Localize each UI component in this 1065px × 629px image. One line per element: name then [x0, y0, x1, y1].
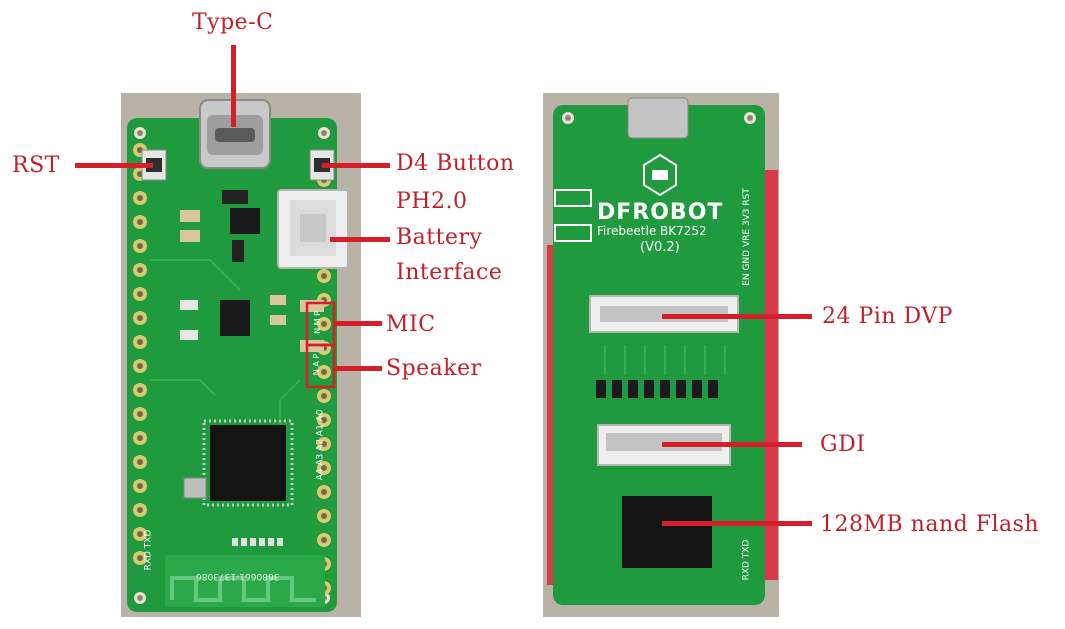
resistor-array [596, 380, 606, 398]
label-battery: Battery [396, 225, 483, 250]
label-rst: RST [12, 153, 60, 178]
pin-hole [321, 537, 327, 543]
back-model: Firebeetle BK7252 [597, 224, 707, 238]
front-board [121, 93, 361, 617]
pin-hole [321, 513, 327, 519]
label-24pin-dvp: 24 Pin DVP [822, 304, 953, 329]
label-mic: MIC [386, 312, 436, 337]
label-d4-button: D4 Button [396, 151, 515, 176]
test-pad [259, 538, 265, 546]
test-pad [250, 538, 256, 546]
pin-hole [137, 531, 143, 537]
resistor-array [644, 380, 654, 398]
resistor-array [676, 380, 686, 398]
pin-hole [137, 363, 143, 369]
back-rxd-txd: RXD TXD [741, 539, 752, 581]
front-analog-pins: A4 A3 A2 A1 A0 [315, 409, 326, 481]
test-pad [268, 538, 274, 546]
resistor-array [708, 380, 718, 398]
callout-lines [75, 45, 812, 526]
pin-hole [321, 393, 327, 399]
label-gdi: GDI [820, 432, 866, 457]
front-mic-pins: N M P [312, 311, 322, 334]
pin-hole [321, 273, 327, 279]
label-nand-flash: 128MB nand Flash [820, 512, 1040, 537]
pin-hole [137, 267, 143, 273]
front-spk-pins: N A P [312, 353, 322, 376]
pin-hole [321, 321, 327, 327]
pin-hole [137, 459, 143, 465]
test-pad [241, 538, 247, 546]
back-version: (V0.2) [640, 240, 680, 255]
resistor-array [628, 380, 638, 398]
pin-hole [137, 411, 143, 417]
test-pad [232, 538, 238, 546]
resistor-array [692, 380, 702, 398]
front-rxd-txd: RXD TXD [143, 529, 154, 571]
front-antenna-code: 3680661-1373086 [196, 571, 280, 581]
label-interface: Interface [396, 260, 503, 285]
pin-hole [321, 489, 327, 495]
back-board [543, 93, 779, 617]
label-type-c: Type-C [192, 10, 274, 35]
pin-hole [137, 315, 143, 321]
label-ph20: PH2.0 [396, 189, 468, 214]
pin-hole [321, 417, 327, 423]
pin-hole [321, 465, 327, 471]
label-speaker: Speaker [386, 356, 482, 381]
pin-hole [321, 369, 327, 375]
pin-hole [137, 339, 143, 345]
pin-hole [137, 243, 143, 249]
pin-hole [137, 291, 143, 297]
back-brand: DFROBOT [597, 200, 724, 225]
pin-hole [137, 435, 143, 441]
pin-hole [137, 387, 143, 393]
pin-hole [137, 555, 143, 561]
resistor-array [612, 380, 622, 398]
pin-hole [137, 195, 143, 201]
back-right-pins: EN GND VRE 3V3 RST [741, 188, 752, 286]
pin-hole [137, 219, 143, 225]
pin-hole [137, 507, 143, 513]
test-pad [277, 538, 283, 546]
pin-hole [321, 441, 327, 447]
resistor-array [660, 380, 670, 398]
pin-hole [137, 483, 143, 489]
